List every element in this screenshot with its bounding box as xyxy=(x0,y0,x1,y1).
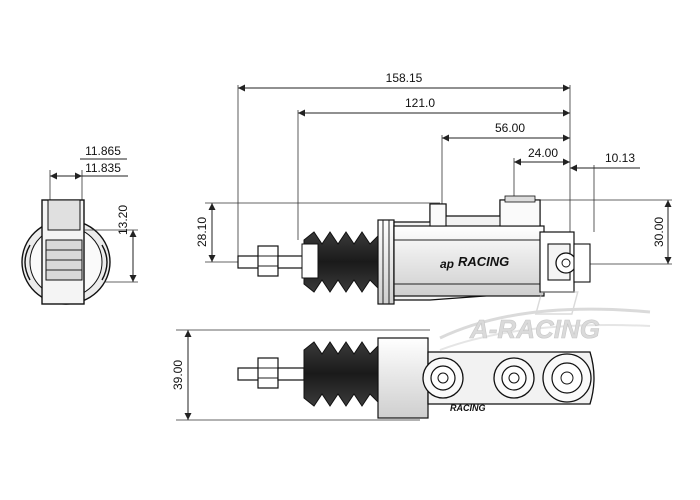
end-view: 11.865 11.835 13.20 xyxy=(21,144,138,305)
plan-view: 39.00 RACING xyxy=(171,329,595,421)
dimension-port-offset-1: 56.00 xyxy=(441,121,570,205)
dim-text-mount-height: 30.00 xyxy=(652,217,666,247)
dimension-port-offset-2: 24.00 xyxy=(513,146,570,198)
dim-text-bore-max: 11.865 xyxy=(85,144,121,158)
dim-text-plan-width: 39.00 xyxy=(171,360,185,390)
dim-text-port-2: 24.00 xyxy=(528,146,558,160)
watermark-logo: A-RACING xyxy=(439,291,651,351)
elevation-view: ap RACING xyxy=(237,195,591,305)
dim-text-side-height: 13.20 xyxy=(116,205,130,235)
body-logo: RACING xyxy=(458,254,509,269)
dim-text-port-1: 56.00 xyxy=(495,121,525,135)
dim-text-overall: 158.15 xyxy=(386,71,423,85)
dimension-overall-length: 158.15 xyxy=(237,71,571,262)
dimension-body-length: 121.0 xyxy=(297,96,570,240)
dimension-end-offset: 10.13 xyxy=(570,151,640,232)
watermark-text: A-RACING xyxy=(469,314,600,344)
dimension-end-height: 28.10 xyxy=(195,202,440,263)
dim-text-end-height: 28.10 xyxy=(195,217,209,247)
dim-text-end: 10.13 xyxy=(605,151,635,165)
body-logo-prefix: ap xyxy=(440,257,454,271)
plan-logo: RACING xyxy=(450,403,486,413)
dim-text-bore-min: 11.835 xyxy=(85,161,121,175)
dimension-mount-height: 30.00 xyxy=(520,199,672,265)
dim-text-body: 121.0 xyxy=(405,96,435,110)
